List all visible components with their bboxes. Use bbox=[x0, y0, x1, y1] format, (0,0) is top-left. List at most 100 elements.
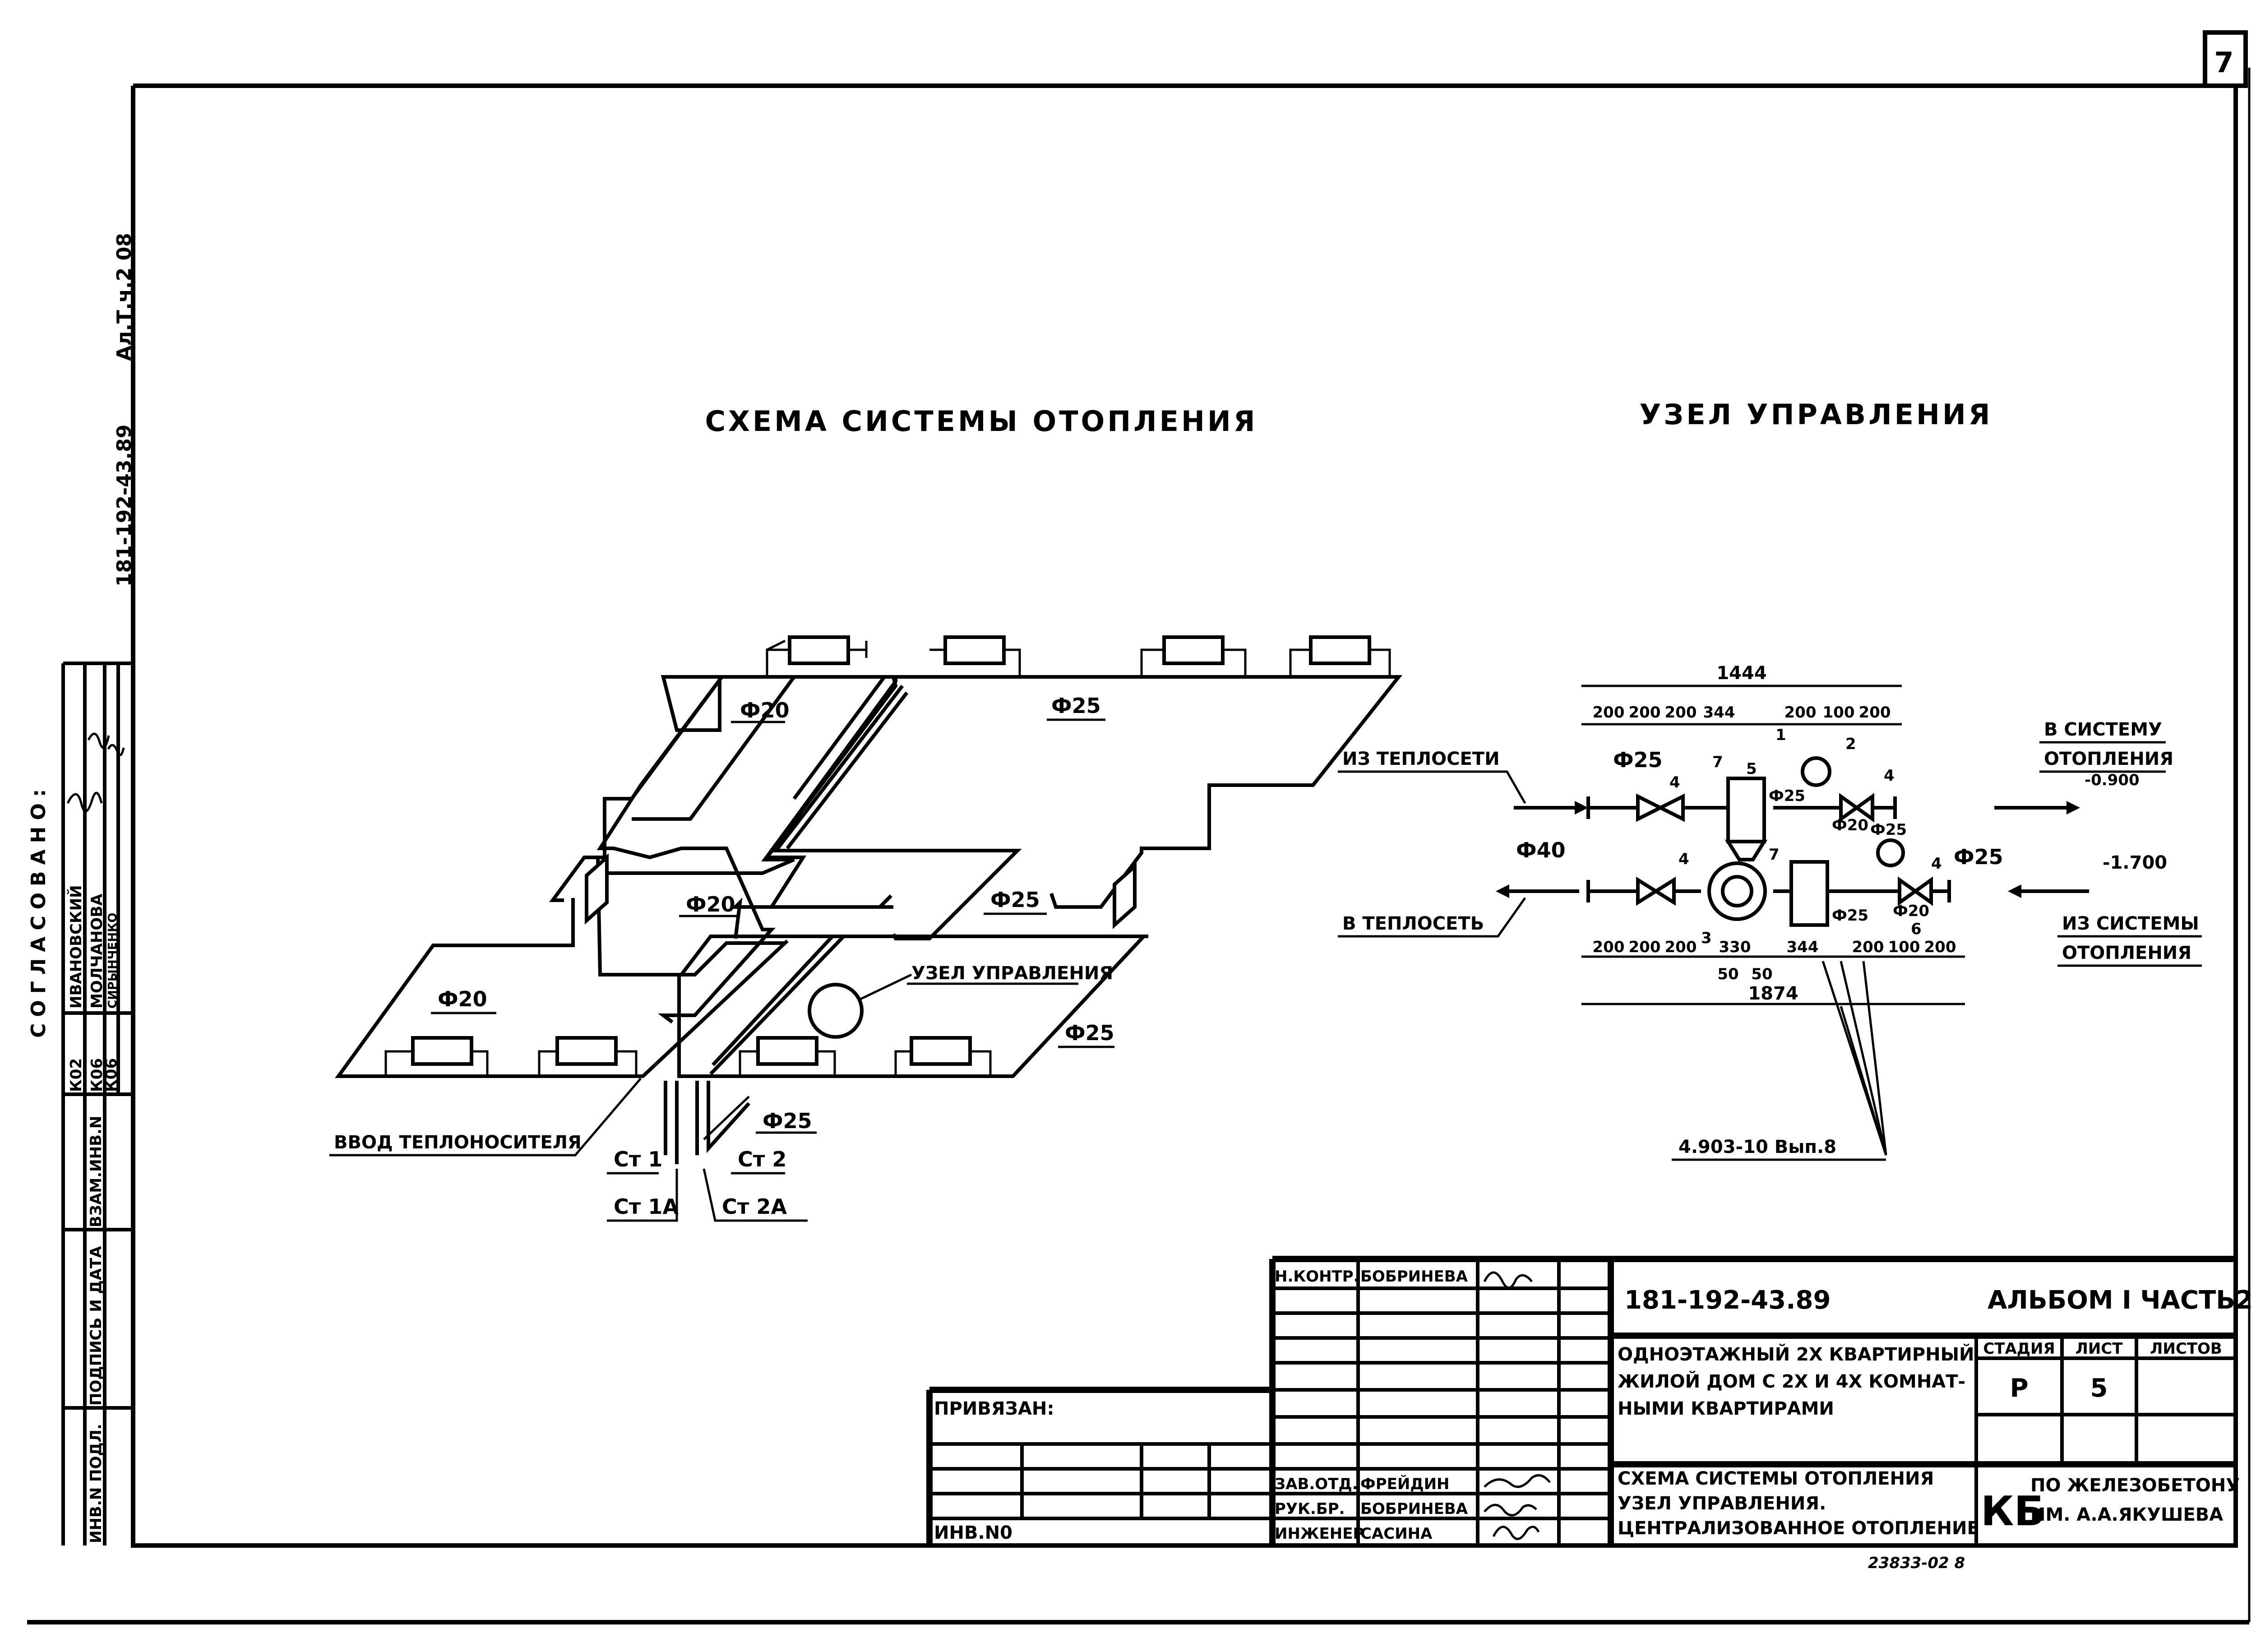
tb-org-line1: ПО ЖЕЛЕЗОБЕТОНУ bbox=[2030, 1475, 2240, 1496]
label-riser-st2a: Ст 2А bbox=[722, 1194, 787, 1219]
label-cu-d40: Ф40 bbox=[1516, 838, 1566, 862]
tb-sheets-hdr: ЛИСТОВ bbox=[2150, 1340, 2222, 1358]
label-riser-st1a: Ст 1А bbox=[614, 1194, 679, 1219]
approval-dept-3: К06 bbox=[102, 1058, 120, 1092]
dim-top-3: 200 bbox=[1665, 703, 1697, 722]
item-2: 2 bbox=[1845, 735, 1856, 753]
heating-scheme-title: СХЕМА СИСТЕМЫ ОТОПЛЕНИЯ bbox=[705, 405, 1258, 438]
tb-inv-no: ИНВ.N0 bbox=[934, 1522, 1012, 1543]
valve-icon bbox=[1636, 793, 1664, 822]
radiator bbox=[766, 635, 868, 677]
control-unit-detail: 1444 200 200 200 344 200 100 200 bbox=[1338, 663, 2202, 1161]
tb-privyazan: ПРИВЯЗАН: bbox=[934, 1398, 1054, 1419]
valve-icon bbox=[1656, 793, 1685, 822]
approval-name-3: СИРЫНЧЕНКО bbox=[106, 913, 120, 1009]
label-d25: Ф25 bbox=[990, 888, 1040, 912]
radiator bbox=[894, 1036, 992, 1076]
dim-bot-8: 200 bbox=[1924, 938, 1956, 956]
label-coolant-inlet: ВВОД ТЕПЛОНОСИТЕЛЯ bbox=[334, 1132, 582, 1153]
approval-dept-1: К02 bbox=[67, 1058, 85, 1092]
label-d20: Ф20 bbox=[438, 987, 487, 1011]
approval-block: СОГЛАСОВАНО: К02 К06 К06 ИВАНОВСКИЙ МОЛЧ… bbox=[27, 662, 133, 1546]
label-from-network: ИЗ ТЕПЛОСЕТИ bbox=[1342, 749, 1500, 769]
valve-icon bbox=[1636, 876, 1660, 906]
label-to-system-1: В СИСТЕМУ bbox=[2044, 719, 2162, 740]
label-cu-d20: Ф20 bbox=[1832, 816, 1868, 834]
label-reference: 4.903-10 Вып.8 bbox=[1678, 1137, 1836, 1157]
label-d20: Ф20 bbox=[686, 892, 735, 916]
tb-staff-name-1: ФРЕЙДИН bbox=[1360, 1475, 1450, 1493]
dim-bot-6: 200 bbox=[1852, 938, 1884, 956]
label-to-network: В ТЕПЛОСЕТЬ bbox=[1342, 913, 1484, 934]
stamp-inv-podl: ИНВ.N ПОДЛ. bbox=[87, 1424, 105, 1543]
radiator bbox=[1289, 635, 1391, 677]
tb-sheet: 5 bbox=[2090, 1374, 2108, 1403]
tb-staff-name-2: БОБРИНЕВА bbox=[1360, 1500, 1468, 1518]
item-7b: 7 bbox=[1769, 846, 1780, 864]
gauge-icon bbox=[1801, 756, 1831, 787]
dim-top-5: 200 bbox=[1784, 703, 1817, 722]
dim-bot-1: 200 bbox=[1593, 938, 1625, 956]
strainer-icon bbox=[1789, 860, 1829, 927]
item-7: 7 bbox=[1712, 753, 1723, 771]
label-riser-st1: Ст 1 bbox=[614, 1147, 662, 1171]
item-4: 4 bbox=[1669, 773, 1680, 791]
dim-top-4: 344 bbox=[1703, 703, 1735, 722]
approval-signature-2 bbox=[87, 732, 110, 749]
vertical-code: 181-192-43.89 bbox=[113, 425, 136, 587]
item-4d: 4 bbox=[1931, 855, 1942, 873]
tb-project-line3: НЫМИ КВАРТИРАМИ bbox=[1618, 1398, 1834, 1419]
label-to-system-2: ОТОПЛЕНИЯ bbox=[2044, 749, 2173, 769]
tb-sheet-line1: СХЕМА СИСТЕМЫ ОТОПЛЕНИЯ bbox=[1618, 1468, 1934, 1489]
stamp-vzam-inv: ВЗАМ.ИНВ.N bbox=[87, 1116, 105, 1227]
tb-signature-3 bbox=[1492, 1526, 1540, 1540]
dim-bot-2: 200 bbox=[1629, 938, 1661, 956]
risers bbox=[664, 1081, 750, 1164]
tb-sheet-line2: УЗЕЛ УПРАВЛЕНИЯ. bbox=[1618, 1493, 1826, 1514]
tb-nkontr-signature bbox=[1483, 1271, 1533, 1289]
label-from-system-level: -1.700 bbox=[2103, 852, 2167, 873]
pipe-loop-left bbox=[632, 675, 798, 821]
label-control-unit: УЗЕЛ УПРАВЛЕНИЯ bbox=[911, 963, 1113, 984]
dim-top-7: 200 bbox=[1859, 703, 1891, 722]
approval-signature-1 bbox=[66, 791, 103, 813]
dim-bot-5: 344 bbox=[1787, 938, 1819, 956]
dim-bot-7: 100 bbox=[1888, 938, 1920, 956]
title-block: Н.КОНТР. БОБРИНЕВА 181-192-43.89 АЛЬБОМ … bbox=[926, 1256, 2256, 1572]
tb-staff-name-3: САСИНА bbox=[1360, 1525, 1433, 1543]
strainer-icon bbox=[1726, 777, 1766, 843]
radiator bbox=[384, 1036, 489, 1076]
item-6: 6 bbox=[1911, 920, 1922, 938]
radiator bbox=[538, 1036, 638, 1076]
approvals-header: СОГЛАСОВАНО: bbox=[27, 783, 50, 1038]
dim-top-6: 100 bbox=[1823, 703, 1855, 722]
pipe-upper-left bbox=[792, 676, 886, 800]
arrow-right-icon bbox=[2066, 801, 2080, 814]
approval-name-2: МОЛЧАНОВА bbox=[88, 893, 106, 1009]
arrow-left-icon bbox=[1496, 884, 1509, 898]
tb-org-line2: ИМ. А.А.ЯКУШЕВА bbox=[2030, 1504, 2223, 1525]
label-d25: Ф25 bbox=[763, 1109, 812, 1133]
label-cu-d25: Ф25 bbox=[1613, 748, 1663, 772]
tb-album: АЛЬБОМ I ЧАСТЬ2 08 bbox=[1988, 1286, 2256, 1315]
label-from-system-2: ОТОПЛЕНИЯ bbox=[2062, 943, 2191, 963]
label-cu-d25: Ф25 bbox=[1954, 845, 2003, 869]
radiator bbox=[1140, 635, 1247, 677]
tb-project-line2: ЖИЛОЙ ДОМ С 2Х И 4Х КОМНАТ- bbox=[1618, 1370, 1965, 1392]
arrow-right-icon bbox=[1575, 801, 1588, 814]
sheet-frame: 7 bbox=[27, 30, 2251, 1624]
radiator bbox=[739, 1036, 836, 1076]
tb-staff-role-3: ИНЖЕНЕР bbox=[1275, 1525, 1364, 1543]
dim-sub-2: 50 bbox=[1751, 965, 1772, 983]
tb-sheet-hdr: ЛИСТ bbox=[2076, 1340, 2123, 1358]
label-riser-st2: Ст 2 bbox=[738, 1147, 786, 1171]
isometric-network bbox=[335, 675, 1403, 1078]
label-from-system-1: ИЗ СИСТЕМЫ bbox=[2062, 913, 2199, 934]
tb-org-abbr: КБ bbox=[1981, 1488, 2045, 1535]
dim-top-1: 200 bbox=[1593, 703, 1625, 722]
valve-icon bbox=[1854, 793, 1874, 823]
item-1: 1 bbox=[1775, 726, 1786, 744]
tb-signature-1 bbox=[1484, 1474, 1551, 1488]
approval-dept-2: К06 bbox=[88, 1058, 106, 1092]
